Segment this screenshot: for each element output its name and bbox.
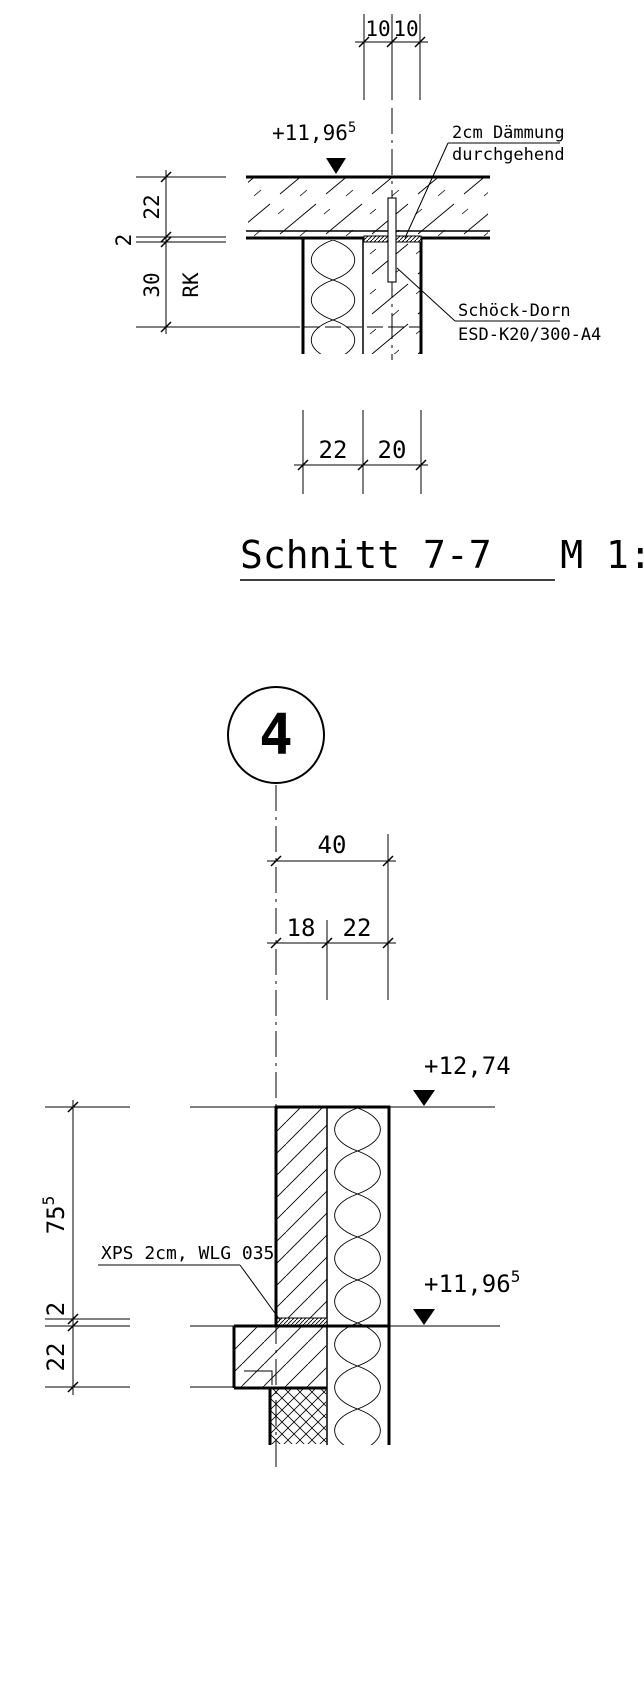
xps-label: XPS 2cm, WLG 035 <box>98 1243 281 1321</box>
dimension-parts: 18 22 <box>267 914 396 1000</box>
detail-4: 4 40 18 22 <box>39 686 520 1470</box>
dimension-total: 40 <box>267 831 396 1000</box>
slab-detail <box>234 1327 326 1387</box>
level-marker-upper: +12,74 <box>413 1052 511 1106</box>
lower-insulation <box>328 1327 388 1445</box>
detail-circle <box>227 686 325 784</box>
dim-label: 18 <box>287 914 316 942</box>
dim-label: 2 <box>42 1302 70 1316</box>
bottom-dimension: 22 20 <box>294 410 428 494</box>
dim-label: 22 <box>140 194 164 219</box>
dim-label: 755 <box>39 1196 70 1235</box>
dowel-label-line2: ESD-K20/300-A4 <box>458 325 601 345</box>
section-title: Schnitt 7-7 M 1:25 <box>240 533 644 577</box>
insulation-label: 2cm Dämmung durchgehend <box>404 123 565 239</box>
insulation-label-line2: durchgehend <box>452 145 565 165</box>
detail-number: 4 <box>259 703 293 768</box>
section-7-7: 10 10 +11,965 2cm Dämmung durchg <box>112 14 644 581</box>
level-value: +12,74 <box>424 1052 511 1080</box>
dowel-label-line1: Schöck-Dorn <box>458 301 571 321</box>
slab <box>248 178 488 236</box>
upper-wall-masonry <box>277 1108 327 1318</box>
level-value: +11,965 <box>272 120 356 145</box>
level-value: +11,965 <box>424 1267 520 1298</box>
dim-label: 20 <box>378 436 407 464</box>
dim-label: 22 <box>42 1343 70 1372</box>
lower-wall-masonry <box>271 1388 326 1444</box>
dim-label: 2 <box>112 234 136 247</box>
left-dimensions: 22 2 30 RK <box>112 170 300 334</box>
dim-label: 10 <box>365 17 390 41</box>
dim-label: 22 <box>319 436 348 464</box>
dim-label: 40 <box>318 831 347 859</box>
insulation-label-line1: 2cm Dämmung <box>452 123 565 143</box>
xps-strip <box>276 1317 328 1326</box>
dowel <box>387 197 397 283</box>
level-marker-lower: +11,965 <box>413 1267 520 1325</box>
wall-insulation <box>304 240 362 354</box>
xps-label-text: XPS 2cm, WLG 035 <box>101 1243 274 1264</box>
left-dimensions-detail: 755 2 22 <box>39 1100 130 1395</box>
level-marker: +11,965 <box>272 120 356 174</box>
dowel-label: Schöck-Dorn ESD-K20/300-A4 <box>396 267 601 345</box>
upper-wall-insulation <box>327 1108 388 1326</box>
dim-note: RK <box>179 272 203 298</box>
dim-label: 30 <box>140 272 164 297</box>
dim-label: 10 <box>393 17 418 41</box>
dim-label: 22 <box>343 914 372 942</box>
top-dimension: 10 10 <box>355 14 428 100</box>
